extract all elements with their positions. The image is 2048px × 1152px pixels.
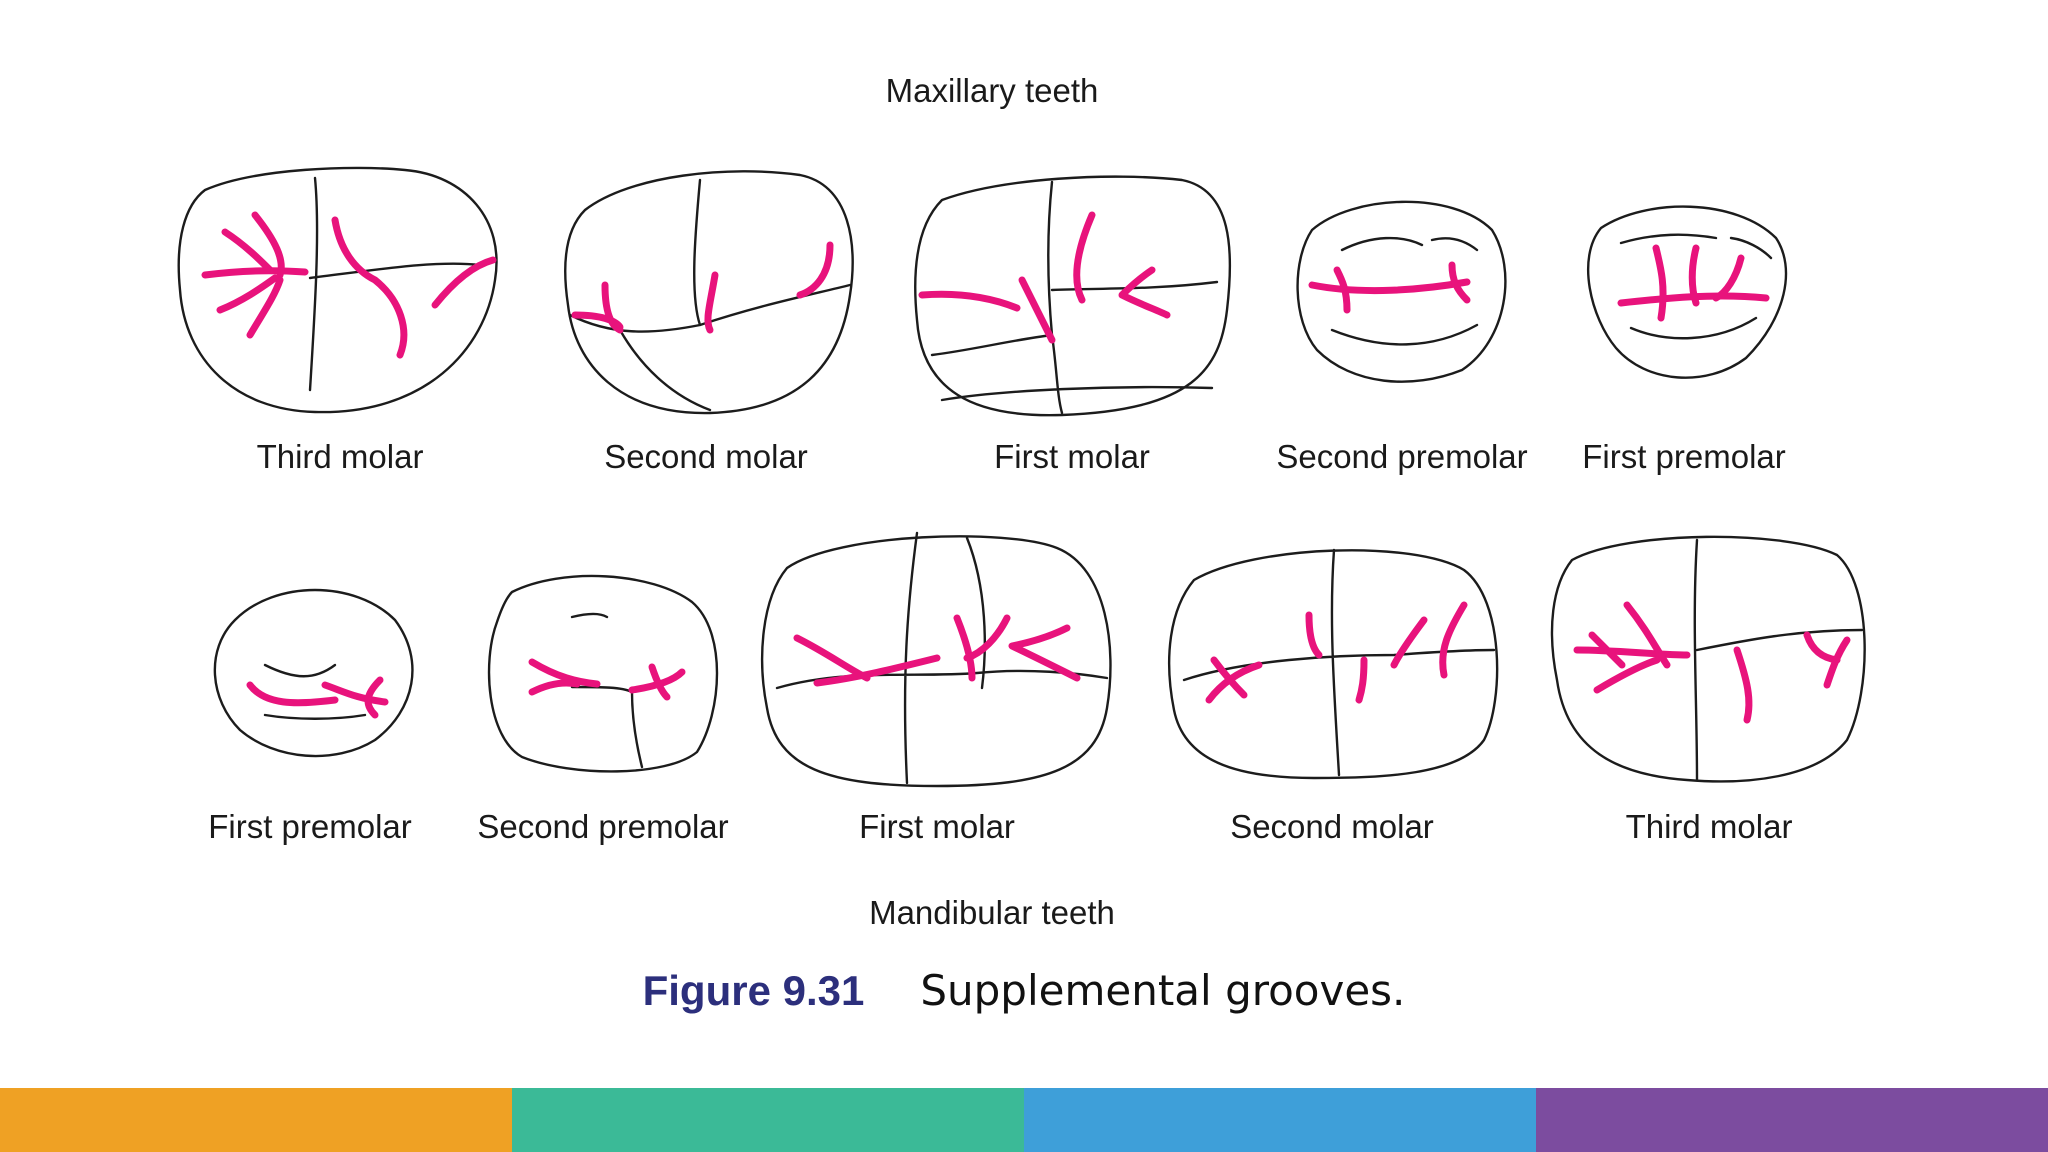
mandibular-heading: Mandibular teeth xyxy=(869,894,1115,931)
mandibular-first-premolar-drawing xyxy=(205,580,420,760)
figure-caption: Figure 9.31 Supplemental grooves. xyxy=(0,966,2048,1015)
maxillary-second-molar-drawing xyxy=(560,165,860,420)
mandibular-third-molar-drawing xyxy=(1547,530,1869,785)
mandibular-second-molar-drawing xyxy=(1164,540,1501,780)
maxillary-label-first-premolar: First premolar xyxy=(1582,438,1786,475)
maxillary-first-molar-drawing xyxy=(912,170,1234,420)
maxillary-second-premolar-drawing xyxy=(1292,190,1510,385)
color-bar-segment-teal xyxy=(512,1088,1024,1152)
maxillary-heading: Maxillary teeth xyxy=(885,72,1099,109)
mandibular-label-third-molar: Third molar xyxy=(1625,808,1793,845)
mandibular-second-premolar-drawing xyxy=(482,572,722,777)
maxillary-first-premolar-drawing xyxy=(1576,198,1794,383)
maxillary-label-first-molar: First molar xyxy=(994,438,1150,475)
mandibular-label-first-premolar: First premolar xyxy=(208,808,412,845)
maxillary-label-third-molar: Third molar xyxy=(256,438,424,475)
maxillary-label-second-premolar: Second premolar xyxy=(1276,438,1528,475)
maxillary-label-second-molar: Second molar xyxy=(604,438,808,475)
decorative-color-bar xyxy=(0,1088,2048,1152)
color-bar-segment-orange xyxy=(0,1088,512,1152)
mandibular-first-molar-drawing xyxy=(757,528,1115,788)
figure-number: Figure 9.31 xyxy=(642,967,865,1014)
color-bar-segment-purple xyxy=(1536,1088,2048,1152)
mandibular-label-second-premolar: Second premolar xyxy=(477,808,729,845)
color-bar-segment-blue xyxy=(1024,1088,1536,1152)
mandibular-label-first-molar: First molar xyxy=(859,808,1015,845)
mandibular-label-second-molar: Second molar xyxy=(1230,808,1434,845)
maxillary-third-molar-drawing xyxy=(175,160,505,420)
figure-title: Supplemental grooves. xyxy=(920,966,1406,1015)
